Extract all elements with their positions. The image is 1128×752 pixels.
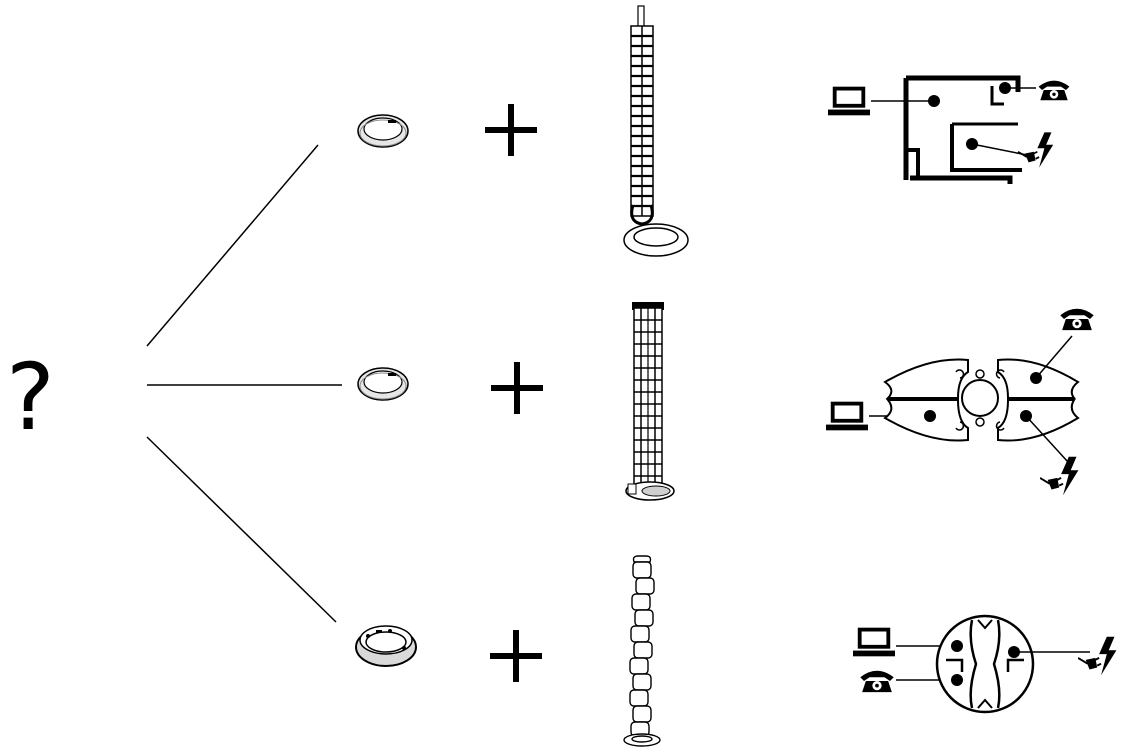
plus-icon xyxy=(485,104,537,156)
computer-icon xyxy=(828,86,870,116)
segmented-column-cable-spine-icon xyxy=(625,302,675,501)
branch-lines xyxy=(146,144,342,623)
branch-line-top xyxy=(146,144,319,347)
four-channel-oval-profile-icon xyxy=(826,308,1094,496)
spiral-cable-spine-icon xyxy=(623,555,661,747)
open-ring-grommet-icon xyxy=(357,367,409,401)
branch-line-bottom xyxy=(146,436,337,623)
option-row-3 xyxy=(355,555,1118,747)
telephone-icon xyxy=(1038,80,1070,101)
telephone-icon xyxy=(1060,308,1094,331)
plus-icon xyxy=(490,630,542,682)
open-ring-grommet-icon xyxy=(357,114,409,148)
telephone-icon xyxy=(860,670,894,693)
flat-vertebrae-cable-spine-icon xyxy=(623,5,689,257)
power-plug-icon xyxy=(1018,132,1055,168)
option-row-1 xyxy=(357,5,1070,257)
computer-icon xyxy=(853,627,895,657)
power-plug-icon xyxy=(1078,636,1118,676)
flanged-round-grommet-icon xyxy=(355,625,417,667)
question-mark: ? xyxy=(6,344,55,451)
round-four-channel-profile-icon xyxy=(853,614,1118,714)
two-channel-profile-icon xyxy=(828,75,1070,184)
option-row-2 xyxy=(357,302,1094,501)
power-plug-icon xyxy=(1040,456,1080,496)
plus-icon xyxy=(491,362,543,414)
computer-icon xyxy=(826,401,868,431)
